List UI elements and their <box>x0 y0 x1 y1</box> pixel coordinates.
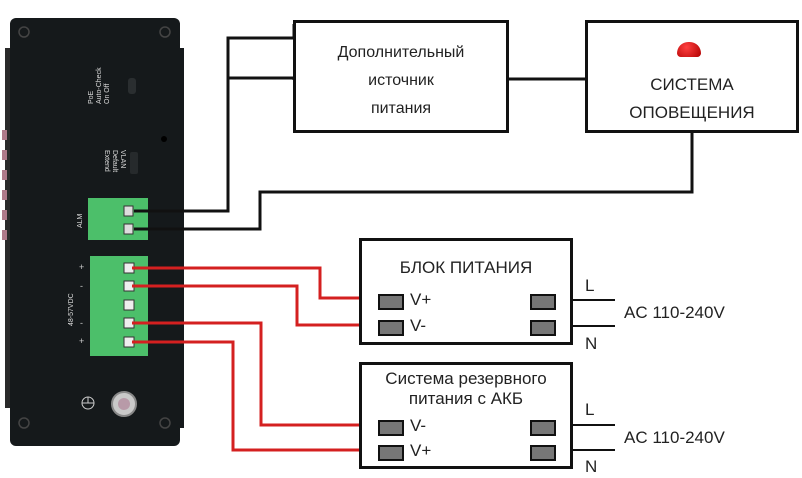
psu-vminus-label: V- <box>410 316 427 335</box>
pin-sign: - <box>80 281 83 291</box>
alm-label: ALM <box>77 213 84 228</box>
psu-terminal-vplus <box>378 294 404 310</box>
device-side-rail <box>5 48 13 408</box>
pin-sign: + <box>79 336 85 346</box>
psu-n-label: N <box>585 334 598 353</box>
wire-psu-vminus <box>132 284 378 327</box>
psu-terminal-n <box>530 320 556 336</box>
power-terminal-block <box>90 256 148 356</box>
psu-vplus-label: V+ <box>410 290 432 309</box>
backup-ac-voltage: AC 110-240V <box>624 428 725 447</box>
backup-title-line: питания с АКБ <box>408 389 524 408</box>
wire-alm-to-alert <box>134 133 694 231</box>
alm-screw-2 <box>123 223 134 235</box>
psu-title: БЛОК ПИТАНИЯ <box>399 258 533 277</box>
alert-line: СИСТЕМА <box>650 75 734 94</box>
left-vents <box>2 130 7 240</box>
extra-power-box: Дополнительный источник питания <box>293 20 509 133</box>
wire-backup-vminus <box>132 321 378 427</box>
backup-title-line: Система резервного <box>385 369 547 388</box>
alm-terminal-block <box>88 198 148 240</box>
mode-dip-switch[interactable] <box>130 152 138 174</box>
psu-terminal-vminus <box>378 320 404 336</box>
reset-hole[interactable] <box>161 136 167 142</box>
alarm-beacon-icon <box>677 42 701 57</box>
backup-l-label: L <box>585 400 595 419</box>
ground-screw-head <box>118 398 130 410</box>
psu-ac-voltage: AC 110-240V <box>624 303 725 322</box>
pin-sign: - <box>80 318 83 328</box>
poe-dip-switch[interactable] <box>128 78 136 94</box>
wire-backup-vplus <box>132 340 378 452</box>
alert-system-box: СИСТЕМА ОПОВЕЩЕНИЯ <box>585 20 799 133</box>
backup-vplus-label: V+ <box>410 441 432 460</box>
backup-terminal-vplus <box>378 445 404 461</box>
power-screws <box>123 262 135 348</box>
pin-sign: + <box>79 262 85 272</box>
poe-autocheck-label: PoE Auto-Check On Off <box>88 67 111 104</box>
screw-icon <box>159 417 171 429</box>
extra-power-line: питания <box>370 100 432 117</box>
backup-vminus-label: V- <box>410 416 427 435</box>
power-input-label: 48-57VDC <box>68 293 75 326</box>
device-side-edge <box>178 48 184 428</box>
screw-icon <box>159 26 171 38</box>
extra-power-line: источник <box>368 72 434 89</box>
psu-l-label: L <box>585 276 595 295</box>
alert-line: ОПОВЕЩЕНИЯ <box>629 103 755 122</box>
alm-screw-1 <box>123 205 134 217</box>
backup-terminal-l <box>530 420 556 436</box>
backup-terminal-vminus <box>378 420 404 436</box>
backup-power-box: Система резервного питания с АКБ V- V+ <box>359 362 573 469</box>
psu-terminal-l <box>530 294 556 310</box>
backup-n-label: N <box>585 457 598 476</box>
psu-box: БЛОК ПИТАНИЯ V+ V- <box>359 238 573 345</box>
dip-labels: VLAN Default Extend <box>103 150 126 173</box>
backup-terminal-n <box>530 445 556 461</box>
screw-icon <box>18 417 30 429</box>
wire-psu-vplus <box>132 266 378 300</box>
extra-power-line: Дополнительный <box>337 44 465 61</box>
screw-icon <box>18 26 30 38</box>
